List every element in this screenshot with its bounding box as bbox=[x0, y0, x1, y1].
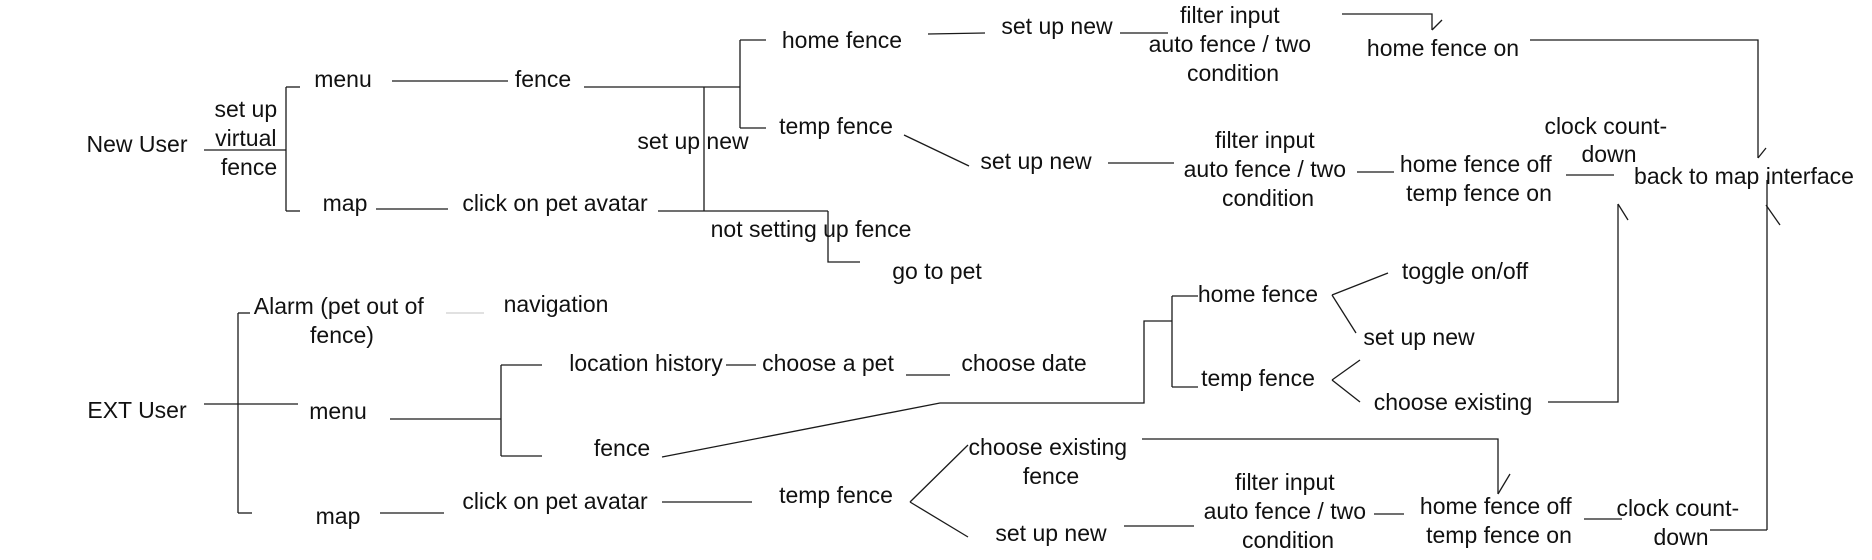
connector bbox=[1548, 204, 1619, 403]
node-filter-input: filter input auto fence / two condition bbox=[1149, 2, 1318, 86]
connector bbox=[1497, 473, 1511, 495]
node-map: map bbox=[323, 190, 368, 216]
node-temp-fence: temp fence bbox=[1201, 365, 1315, 391]
node-fence: fence bbox=[594, 435, 650, 461]
nodes-new-user: New User set up virtual fence menu fence… bbox=[87, 2, 1854, 284]
node-set-up-new: set up new bbox=[637, 128, 749, 154]
connector bbox=[1757, 147, 1767, 159]
connector bbox=[1331, 379, 1361, 403]
nodes-ext-user: EXT User Alarm (pet out of fence) naviga… bbox=[87, 258, 1745, 553]
node-clock-countdown: clock count- down bbox=[1544, 113, 1673, 167]
connector bbox=[661, 320, 1172, 458]
node-filter-input: filter input auto fence / two condition bbox=[1184, 127, 1353, 211]
node-not-setting-up-fence: not setting up fence bbox=[711, 216, 912, 242]
node-map: map bbox=[316, 503, 361, 529]
node-go-to-pet: go to pet bbox=[892, 258, 982, 284]
node-clock-countdown: clock count- down bbox=[1616, 495, 1745, 550]
connector bbox=[1765, 204, 1781, 226]
connector bbox=[1530, 39, 1759, 158]
connector bbox=[927, 32, 986, 35]
node-location-history: location history bbox=[569, 350, 723, 376]
node-click-on-pet-avatar: click on pet avatar bbox=[462, 190, 648, 216]
node-temp-fence: temp fence bbox=[779, 113, 893, 139]
node-navigation: navigation bbox=[504, 291, 609, 317]
node-set-up-new: set up new bbox=[1001, 13, 1113, 39]
node-choose-a-pet: choose a pet bbox=[762, 350, 894, 376]
node-set-up-virtual-fence: set up virtual fence bbox=[214, 96, 283, 180]
node-home-fence: home fence bbox=[782, 27, 902, 53]
connector bbox=[909, 444, 969, 503]
connectors-ext-user bbox=[204, 180, 1781, 538]
node-choose-existing-fence: choose existing fence bbox=[969, 434, 1134, 489]
node-menu: menu bbox=[309, 398, 367, 424]
connector bbox=[1342, 13, 1433, 30]
connectors-new-user bbox=[204, 13, 1767, 263]
connector bbox=[827, 211, 860, 263]
node-set-up-new: set up new bbox=[1363, 324, 1475, 350]
connector bbox=[1617, 203, 1629, 221]
node-home-off-temp-on: home fence off temp fence on bbox=[1420, 493, 1578, 548]
connector bbox=[1331, 359, 1361, 381]
connector bbox=[1142, 438, 1499, 494]
node-click-on-pet-avatar: click on pet avatar bbox=[462, 488, 648, 514]
connector bbox=[909, 501, 969, 538]
node-ext-user: EXT User bbox=[87, 397, 187, 423]
node-set-up-new: set up new bbox=[980, 148, 1092, 174]
connector bbox=[1331, 294, 1357, 334]
connector bbox=[903, 134, 970, 167]
node-temp-fence: temp fence bbox=[779, 482, 893, 508]
node-filter-input: filter input auto fence / two condition bbox=[1204, 469, 1373, 553]
node-menu: menu bbox=[314, 66, 372, 92]
node-back-to-map-interface: back to map interface bbox=[1634, 163, 1854, 189]
node-home-fence: home fence bbox=[1198, 281, 1318, 307]
node-alarm: Alarm (pet out of fence) bbox=[254, 293, 430, 348]
node-home-fence-on: home fence on bbox=[1367, 35, 1519, 61]
node-new-user: New User bbox=[87, 131, 188, 157]
node-toggle-on-off: toggle on/off bbox=[1402, 258, 1529, 284]
connector bbox=[1431, 19, 1443, 31]
node-choose-date: choose date bbox=[961, 350, 1086, 376]
node-choose-existing: choose existing bbox=[1374, 389, 1533, 415]
connector bbox=[1331, 272, 1389, 296]
node-home-off-temp-on: home fence off temp fence on bbox=[1400, 151, 1558, 206]
node-fence: fence bbox=[515, 66, 571, 92]
node-set-up-new: set up new bbox=[995, 520, 1107, 546]
